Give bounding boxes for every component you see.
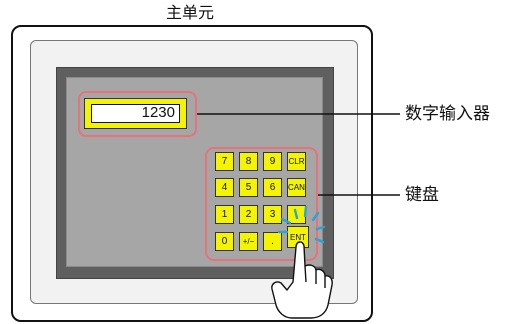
pointing-hand-icon — [271, 241, 333, 319]
callout-keypad: 键盘 — [405, 185, 439, 204]
press-burst-icon — [277, 205, 326, 244]
key-9[interactable]: 9 — [263, 152, 282, 171]
key-8[interactable]: 8 — [239, 152, 258, 171]
key-7[interactable]: 7 — [215, 152, 234, 171]
key-decimal[interactable]: . — [263, 232, 282, 251]
key-3[interactable]: 3 — [263, 205, 282, 224]
keypad-highlight — [205, 147, 318, 261]
key-4[interactable]: 4 — [215, 178, 234, 197]
key-clr[interactable]: CLR — [287, 152, 306, 171]
key-5[interactable]: 5 — [239, 178, 258, 197]
main-unit-title: 主单元 — [165, 5, 214, 22]
key-6[interactable]: 6 — [263, 178, 282, 197]
key-plus-minus[interactable]: +/− — [239, 232, 258, 251]
callout-numeric-input: 数字输入器 — [405, 104, 490, 123]
key-2[interactable]: 2 — [239, 205, 258, 224]
numeric-input-field[interactable]: 1230 — [91, 104, 180, 123]
key-1[interactable]: 1 — [215, 205, 234, 224]
key-can[interactable]: CAN — [287, 178, 306, 197]
numeric-input-highlight — [78, 91, 197, 137]
key-0[interactable]: 0 — [215, 232, 234, 251]
